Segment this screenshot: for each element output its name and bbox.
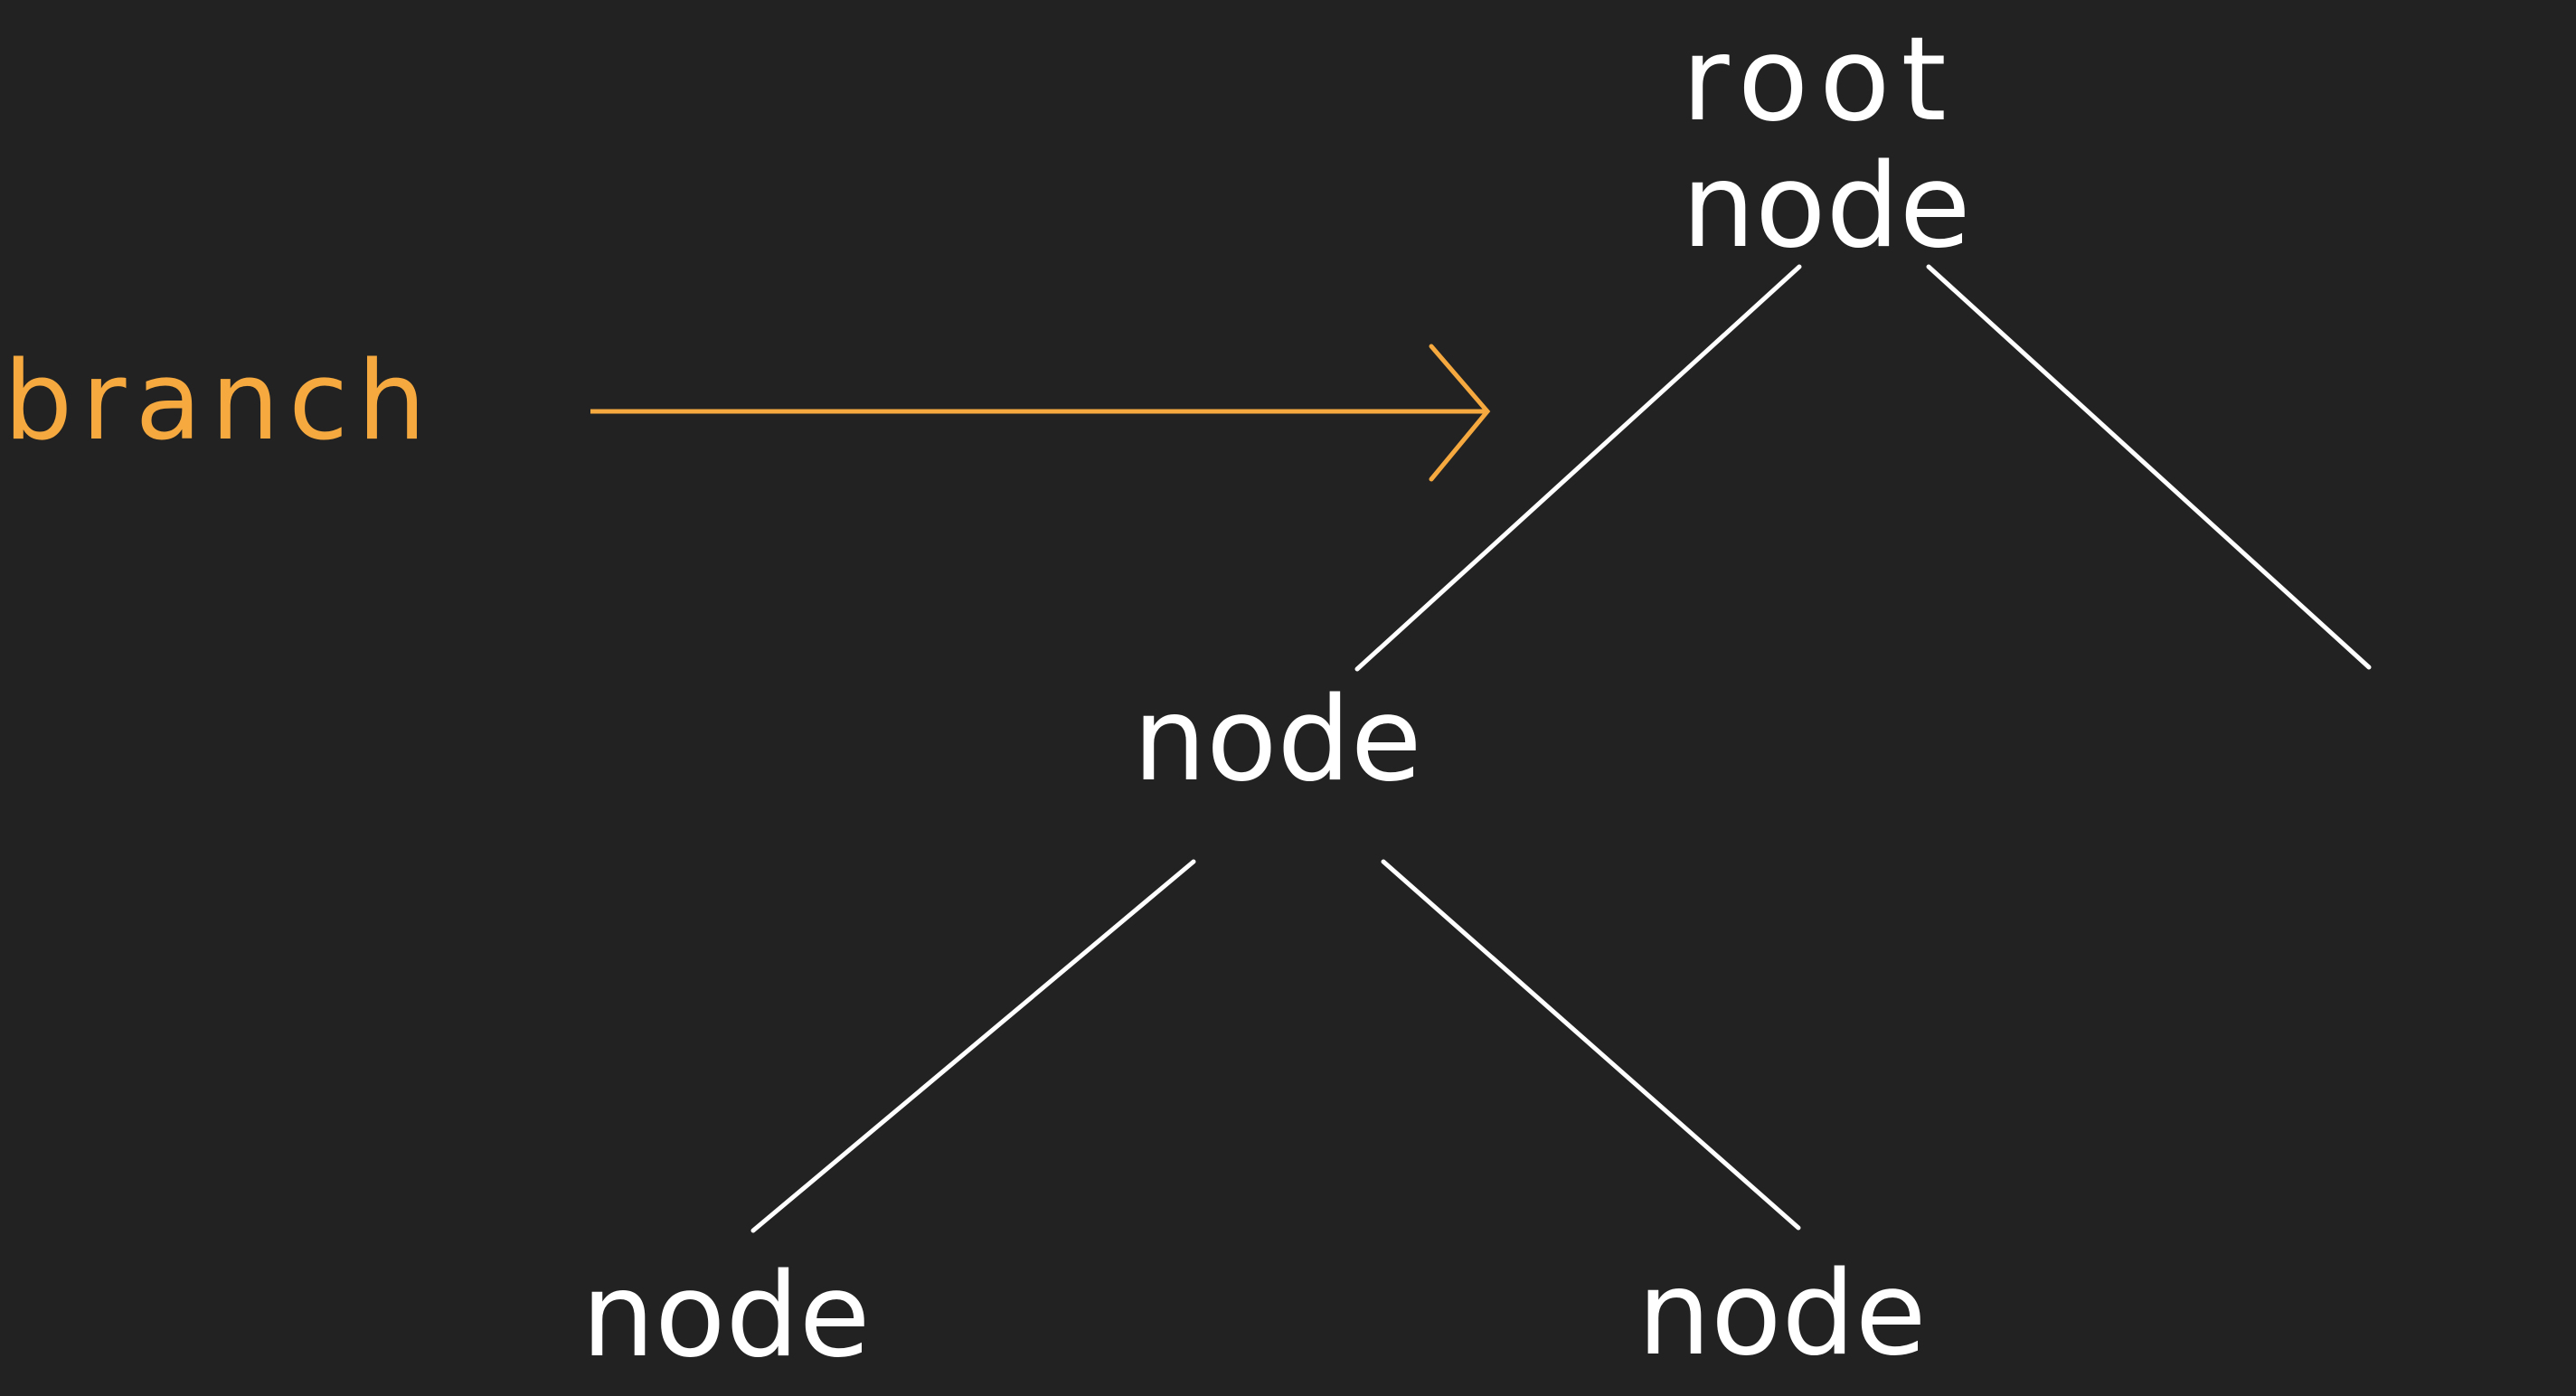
branch-arrow-head-icon [1429,344,1491,482]
tree-node-root[interactable]: root node [1682,7,2043,291]
edge-middle-to-leaf-right [1381,859,1801,1231]
tree-node-leaf-right[interactable]: node [1637,1247,1927,1382]
tree-node-root-line2: node [1682,139,1971,275]
tree-node-leaf-left[interactable]: node [581,1249,871,1383]
tree-node-middle[interactable]: node [1133,673,1422,807]
edge-root-to-right [1926,264,2372,670]
tree-node-root-line1: root [1682,13,1958,147]
edge-root-to-middle [1354,264,1802,672]
branch-annotation-label: branch [4,339,436,465]
edge-middle-to-leaf-left [750,859,1196,1233]
